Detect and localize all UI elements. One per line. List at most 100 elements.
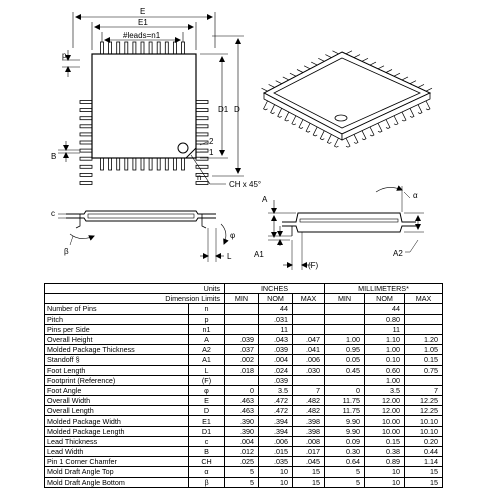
table-cell-mm-max — [404, 303, 444, 315]
iso-lead — [353, 134, 359, 144]
lead-pin — [148, 41, 153, 55]
lead-pin — [79, 124, 93, 129]
table-cell-name: Footprint (Reference) — [44, 374, 189, 386]
iso-lead — [361, 58, 369, 62]
table-cell-in-min: 5 — [224, 466, 260, 478]
table-cell-name: Overall Width — [44, 395, 189, 407]
table-cell-name: Pins per Side — [44, 323, 189, 335]
header-mm-nom: NOM — [364, 293, 406, 305]
lead-pin — [195, 108, 209, 112]
table-cell-name: Lead Width — [44, 445, 189, 458]
table-cell-mm-min — [324, 303, 366, 315]
table-cell-mm-max — [404, 374, 444, 386]
table-cell-in-max: .008 — [292, 435, 326, 448]
table-cell-in-min: .025 — [224, 456, 260, 468]
table-cell-in-min: .002 — [224, 354, 260, 366]
table-cell-mm-max: 12.25 — [404, 405, 444, 417]
table-cell-mm-min — [324, 374, 366, 386]
table-cell-mm-max — [404, 313, 444, 325]
iso-lead — [333, 137, 339, 148]
table-cell-in-max: .398 — [292, 415, 326, 427]
table-cell-mm-nom: 1.00 — [364, 344, 406, 356]
table-cell-mm-min: 11.75 — [324, 395, 366, 407]
table-cell-in-min — [224, 313, 260, 325]
lead-pin — [108, 157, 112, 171]
lead-pin — [195, 156, 209, 161]
package-body-top — [91, 53, 197, 159]
table-cell-mm-min: 0.95 — [324, 344, 366, 356]
lead-pin — [195, 181, 209, 185]
table-cell-in-nom: .472 — [258, 405, 294, 417]
table-cell-mm-nom: 44 — [364, 303, 406, 315]
table-cell-in-max: 15 — [292, 466, 326, 478]
table-cell-sym: n1 — [187, 323, 226, 335]
iso-lead — [298, 119, 304, 129]
table-cell-in-min: 5 — [224, 476, 260, 488]
iso-lead — [409, 80, 417, 84]
table-cell-mm-min: 9.90 — [324, 415, 366, 427]
lead-pin — [195, 172, 209, 177]
table-cell-mm-nom: 0.10 — [364, 354, 406, 366]
label-D1: D1 — [218, 105, 229, 114]
iso-lead — [425, 100, 431, 111]
table-cell-name: Lead Thickness — [44, 435, 189, 448]
label-beta: β — [64, 247, 69, 256]
table-cell-in-min: .039 — [224, 333, 260, 346]
table-cell-sym: α — [187, 466, 226, 478]
package-drawings: E E1 #leads=n1 p D1 D B 2 — [51, 7, 433, 270]
table-cell-name: Molded Package Width — [44, 415, 189, 427]
table-header-units: Units INCHES MILLIMETERS* — [43, 282, 444, 295]
table-cell-mm-nom: 3.5 — [364, 384, 406, 397]
table-cell-in-min — [224, 303, 260, 315]
iso-lead — [282, 76, 289, 81]
table-cell-name: Mold Draft Angle Bottom — [44, 476, 189, 488]
table-cell-in-min: .463 — [224, 395, 260, 407]
table-cell-mm-max: 7 — [404, 384, 444, 397]
table-cell-in-min: .004 — [224, 435, 260, 448]
table-cell-name: Foot Length — [44, 364, 189, 376]
label-F: (F) — [308, 261, 319, 270]
label-L: L — [227, 252, 232, 261]
iso-lead — [261, 87, 268, 92]
table-cell-mm-nom: 12.00 — [364, 405, 406, 417]
table-cell-name: Overall Length — [44, 405, 189, 417]
lead-pin — [79, 164, 93, 169]
table-cell-in-max: .398 — [292, 425, 326, 437]
iso-lead — [417, 84, 425, 88]
table-cell-mm-nom: 10.00 — [364, 415, 406, 427]
iso-lead — [409, 108, 415, 118]
table-cell-mm-nom: 0.15 — [364, 435, 406, 448]
lead-pin — [195, 124, 209, 129]
iso-lead — [377, 123, 383, 133]
table-cell-in-min: .463 — [224, 405, 260, 417]
label-n: n — [197, 173, 201, 182]
table-cell-in-nom: 10 — [258, 476, 294, 488]
isometric-view — [261, 50, 433, 148]
iso-lead — [325, 54, 332, 58]
table-cell-in-min: 0 — [224, 384, 260, 397]
table-cell-in-nom: .024 — [258, 364, 294, 376]
table-cell-in-max: .041 — [292, 344, 326, 356]
lead-pin — [100, 41, 104, 55]
table-cell-mm-min — [324, 313, 366, 325]
iso-lead — [393, 115, 399, 126]
table-cell-in-nom: .472 — [258, 395, 294, 407]
iso-lead — [268, 84, 275, 88]
lead-pin — [195, 164, 209, 169]
table-cell-in-nom: 10 — [258, 466, 294, 478]
table-cell-mm-max: 1.14 — [404, 456, 444, 468]
iso-lead — [318, 58, 325, 62]
table-cell-in-nom: .394 — [258, 415, 294, 427]
iso-lead — [311, 61, 318, 66]
table-cell-sym: A1 — [187, 354, 226, 366]
table-cell-sym: c — [187, 435, 226, 448]
lead-pin — [100, 157, 104, 171]
table-cell-name: Molded Package Thickness — [44, 344, 189, 356]
lead-pin — [79, 100, 93, 104]
table-cell-in-max: .017 — [292, 445, 326, 458]
table-cell-in-nom: 11 — [258, 323, 294, 335]
